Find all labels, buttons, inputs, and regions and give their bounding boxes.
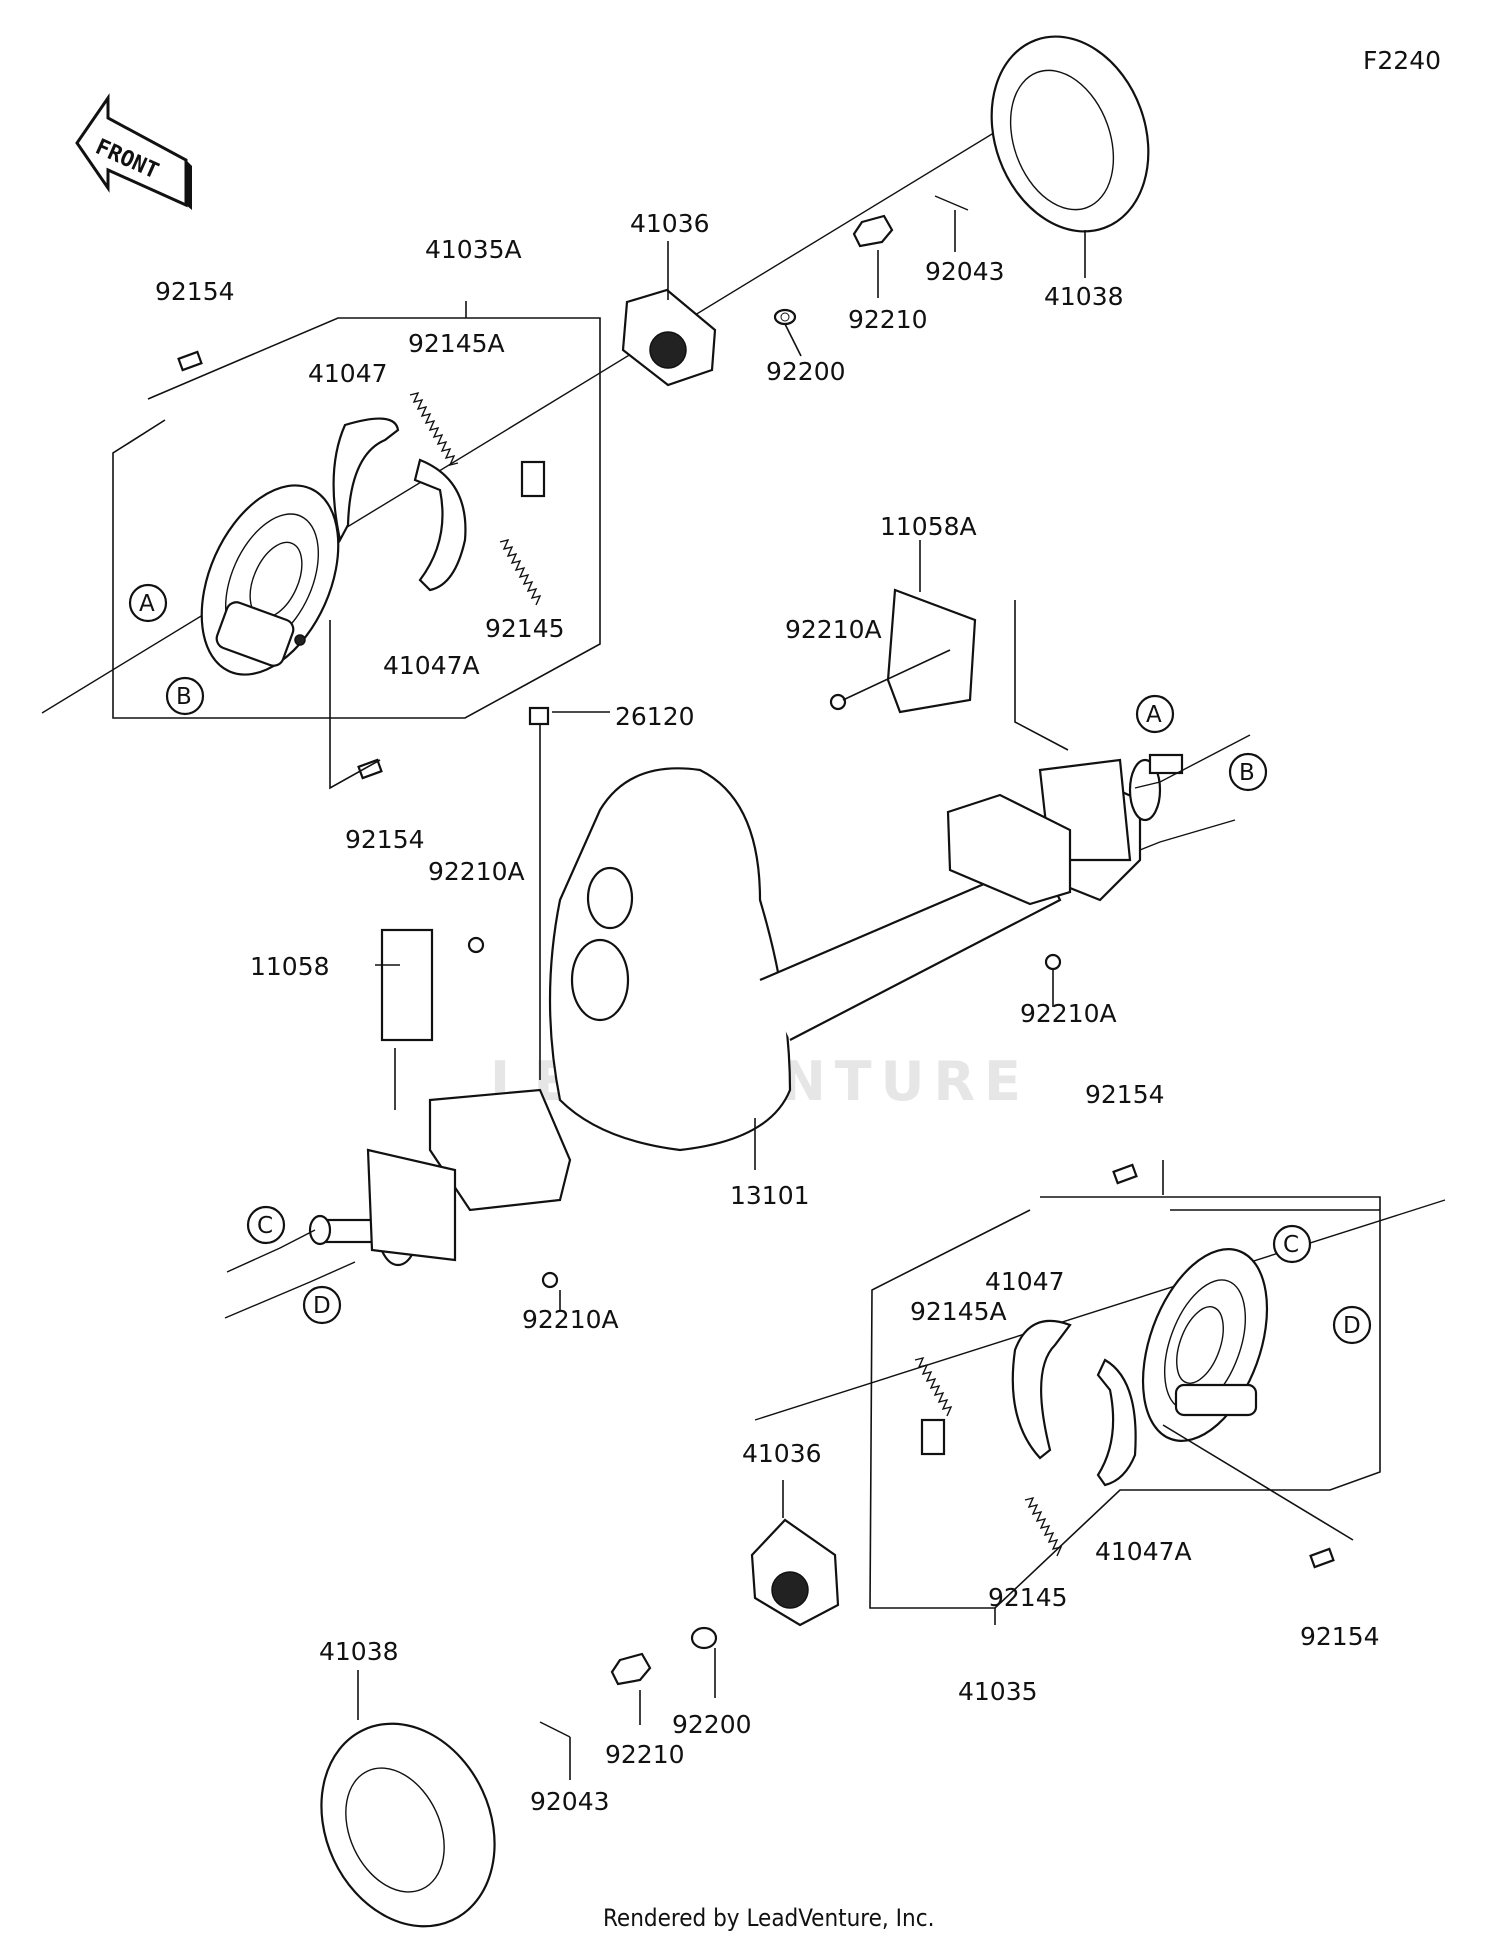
part-label-41038-top: 41038 [1044, 282, 1124, 311]
ref-circle-b-right: B [1228, 752, 1268, 792]
part-label-41035A: 41035A [425, 235, 522, 264]
part-label-92200-bottom: 92200 [672, 1710, 752, 1739]
svg-text:D: D [313, 1293, 331, 1319]
upper-hub-and-drum [621, 35, 1150, 387]
ref-circle-b-left: B [165, 676, 205, 716]
part-label-26120: 26120 [615, 702, 695, 731]
ref-circle-c-left: C [246, 1205, 286, 1245]
svg-text:C: C [1283, 1232, 1299, 1258]
part-label-92043-top: 92043 [925, 257, 1005, 286]
lower-hub-and-drum [320, 1480, 840, 1928]
svg-text:D: D [1343, 1313, 1361, 1339]
part-label-92154-right: 92154 [1085, 1080, 1165, 1109]
part-label-92210A-bottom: 92210A [522, 1305, 619, 1334]
part-label-92200-top: 92200 [766, 357, 846, 386]
svg-text:C: C [257, 1213, 273, 1239]
part-label-92210A-left: 92210A [428, 857, 525, 886]
footer-credit: Rendered by LeadVenture, Inc. [603, 1904, 934, 1932]
ref-circle-d-left: D [302, 1285, 342, 1325]
part-label-92043-bottom: 92043 [530, 1787, 610, 1816]
part-label-41035: 41035 [958, 1677, 1038, 1706]
part-label-92154-bottom-right: 92154 [1300, 1622, 1380, 1651]
lower-right-brake-assembly [754, 1160, 1446, 1625]
part-label-92145-bottom: 92145 [988, 1583, 1068, 1612]
part-label-41047A-bottom: 41047A [1095, 1537, 1192, 1566]
part-label-92210A-right-upper: 92210A [785, 615, 882, 644]
part-label-92145-top: 92145 [485, 614, 565, 643]
svg-text:A: A [139, 591, 155, 617]
ref-circle-a-left: A [128, 583, 168, 623]
svg-text:A: A [1146, 702, 1162, 728]
part-label-41036-bottom: 41036 [742, 1439, 822, 1468]
part-label-41047-bottom: 41047 [985, 1267, 1065, 1296]
ref-circle-c-right: C [1272, 1224, 1312, 1264]
part-label-41047-top: 41047 [308, 359, 388, 388]
part-label-92154-top-left: 92154 [155, 277, 235, 306]
upper-left-brake-assembly [41, 119, 1016, 790]
ref-circle-d-right: D [1332, 1305, 1372, 1345]
svg-text:B: B [176, 684, 192, 710]
part-label-92145A-top: 92145A [408, 329, 505, 358]
part-label-41036-top: 41036 [630, 209, 710, 238]
axle-housing [224, 540, 1251, 1319]
part-label-41047A-top: 41047A [383, 651, 480, 680]
part-label-11058A: 11058A [880, 512, 977, 541]
ref-circle-a-right: A [1135, 694, 1175, 734]
diagram-code: F2240 [1363, 46, 1441, 75]
part-label-92154-mid-left: 92154 [345, 825, 425, 854]
part-label-92210-bottom: 92210 [605, 1740, 685, 1769]
part-label-92210A-right-lower: 92210A [1020, 999, 1117, 1028]
part-label-13101: 13101 [730, 1181, 810, 1210]
svg-text:B: B [1239, 760, 1255, 786]
part-label-41038-bottom: 41038 [319, 1637, 399, 1666]
part-label-92145A-bottom: 92145A [910, 1297, 1007, 1326]
front-arrow-icon: FRONT [75, 93, 192, 210]
part-label-92210-top: 92210 [848, 305, 928, 334]
part-label-11058: 11058 [250, 952, 330, 981]
